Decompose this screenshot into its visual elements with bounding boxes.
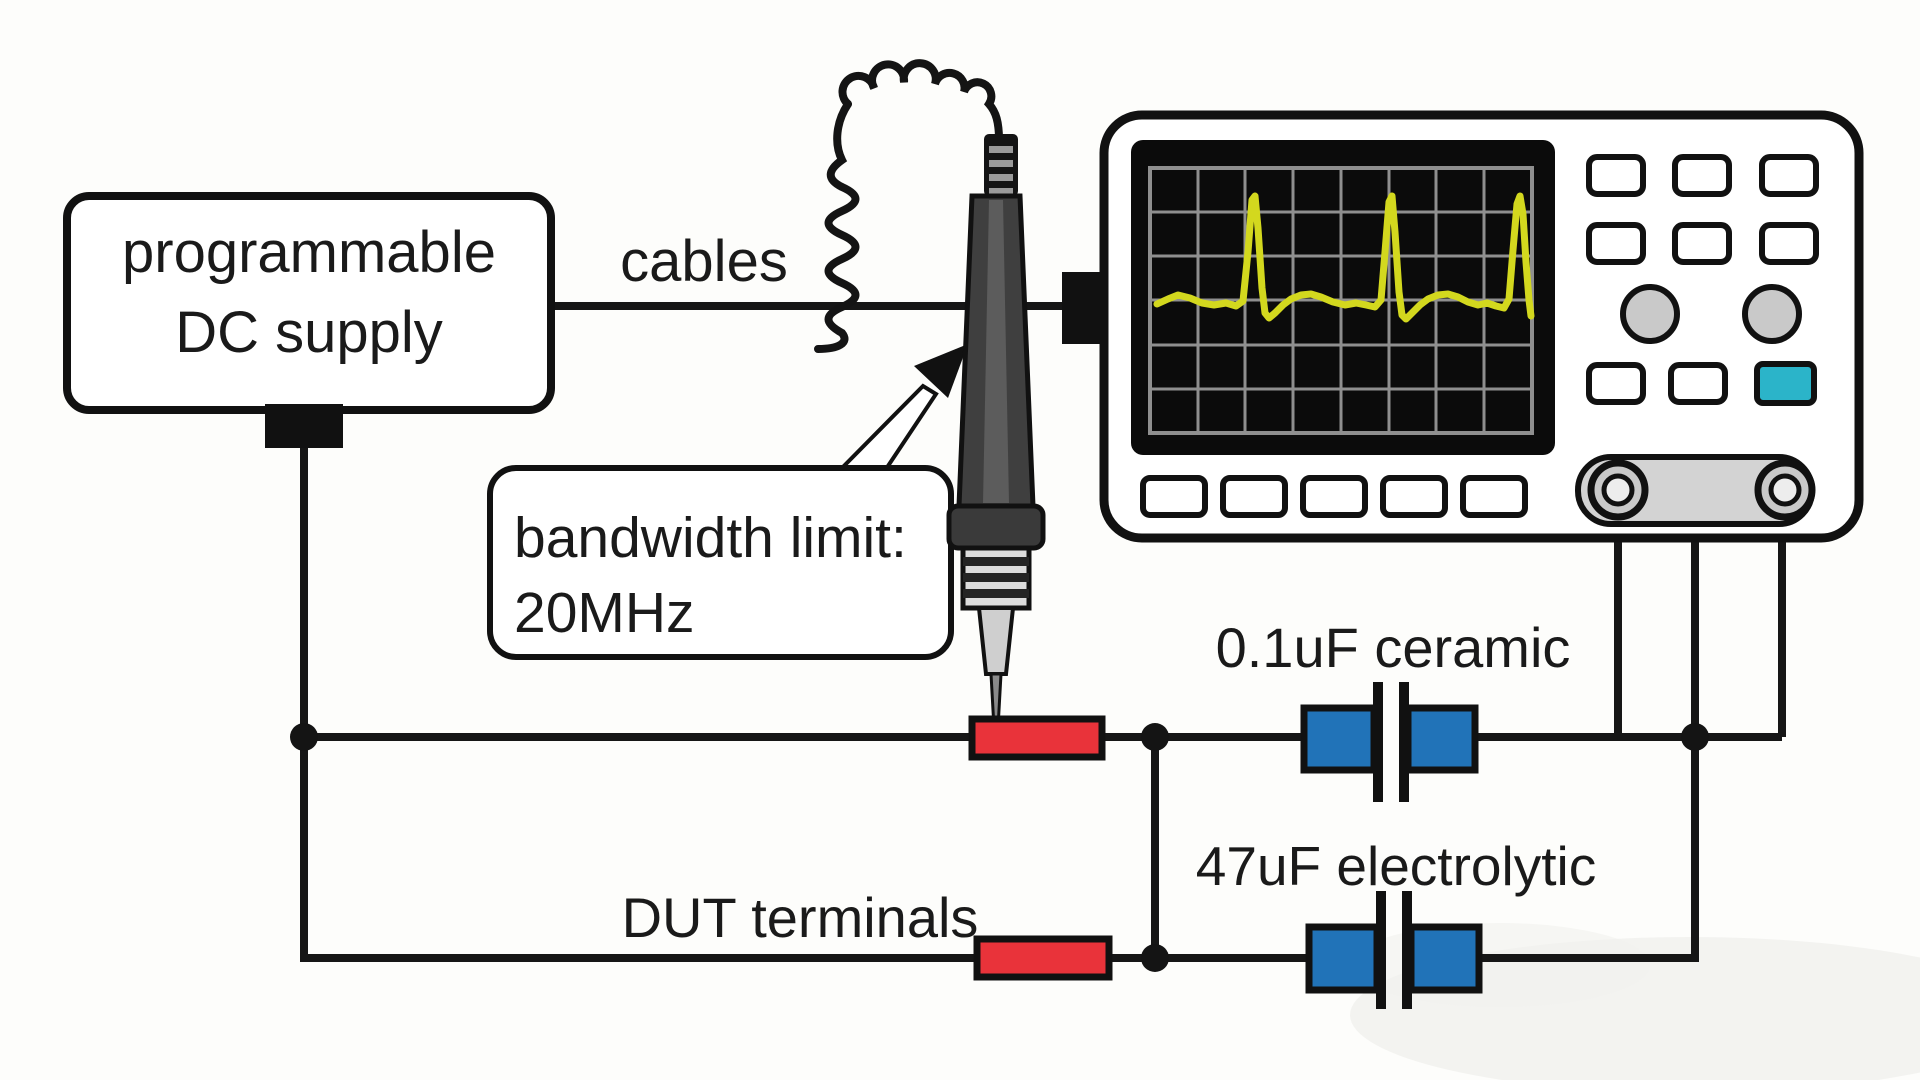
dc-supply: programmable DC supply bbox=[63, 192, 555, 448]
scope-button bbox=[1220, 475, 1288, 518]
electrolytic-capacitor: 47uF electrolytic bbox=[1196, 835, 1596, 1009]
scope-button bbox=[1668, 362, 1728, 405]
scope-knob-right bbox=[1742, 284, 1802, 344]
probe-cap-ridge bbox=[989, 146, 1013, 153]
probe-cap-ridge bbox=[989, 160, 1013, 167]
scope-control-panel bbox=[1586, 154, 1819, 406]
probe-grip-band bbox=[963, 557, 1029, 566]
cables-label: cables bbox=[620, 229, 788, 294]
bnc-panel bbox=[1575, 454, 1816, 527]
junction-dot bbox=[290, 723, 318, 751]
capacitor-body-left bbox=[1300, 704, 1378, 774]
oscilloscope-probe bbox=[946, 134, 1046, 748]
scope-button-highlighted bbox=[1754, 361, 1817, 406]
dut-terminals-label: DUT terminals bbox=[622, 886, 979, 949]
dc-supply-label-line1: programmable bbox=[122, 220, 496, 285]
waveform-trace bbox=[1153, 192, 1535, 323]
scope-input-block bbox=[1062, 272, 1100, 344]
scope-button bbox=[1140, 475, 1208, 518]
coil-loops bbox=[838, 59, 1003, 144]
callout-arrowhead bbox=[914, 344, 968, 398]
scope-screen bbox=[1131, 140, 1555, 455]
junction-dots bbox=[290, 723, 1709, 972]
scope-button bbox=[1586, 222, 1646, 265]
scope-button bbox=[1460, 475, 1528, 518]
junction-dot bbox=[1681, 723, 1709, 751]
electrolytic-cap-label: 47uF electrolytic bbox=[1196, 835, 1596, 897]
callout-label-line1: bandwidth limit: bbox=[514, 506, 907, 570]
callout-tail bbox=[833, 383, 939, 474]
scope-knob-left bbox=[1620, 284, 1680, 344]
screen-bezel bbox=[1131, 140, 1555, 455]
bnc-connector-right-pin bbox=[1768, 473, 1802, 507]
capacitor-body-right bbox=[1404, 704, 1479, 774]
capacitor-body-right bbox=[1407, 923, 1483, 994]
junction-dot bbox=[1141, 723, 1169, 751]
coil-squiggle bbox=[814, 100, 860, 353]
scope-button bbox=[1759, 222, 1819, 265]
supply-left-rail bbox=[300, 446, 972, 962]
probe-cap-ridge bbox=[989, 188, 1013, 195]
ceramic-cap-label: 0.1uF ceramic bbox=[1216, 616, 1571, 679]
scope-button bbox=[1586, 154, 1646, 197]
dut-terminal-top bbox=[968, 715, 1106, 761]
dut-terminal-bottom bbox=[973, 935, 1113, 981]
bnc-connector-left-pin bbox=[1601, 473, 1635, 507]
scope-button bbox=[1672, 222, 1732, 265]
callout-label-line2: 20MHz bbox=[514, 581, 695, 645]
bandwidth-callout: bandwidth limit: 20MHz bbox=[487, 344, 968, 660]
probe-cap-ridge bbox=[989, 174, 1013, 181]
capacitor-body-left bbox=[1305, 923, 1381, 994]
callout-box bbox=[487, 465, 954, 660]
scope-button bbox=[1380, 475, 1448, 518]
oscilloscope bbox=[1062, 110, 1864, 543]
scope-button bbox=[1586, 362, 1646, 405]
scope-bottom-buttons bbox=[1140, 475, 1528, 518]
scope-button bbox=[1759, 154, 1819, 197]
scope-button bbox=[1300, 475, 1368, 518]
junction-dot bbox=[1141, 944, 1169, 972]
probe-grip-band bbox=[963, 589, 1029, 598]
ceramic-capacitor: 0.1uF ceramic bbox=[1216, 616, 1571, 802]
dc-supply-terminal-tab bbox=[265, 404, 343, 448]
scope-button bbox=[1672, 154, 1732, 197]
probe-collar bbox=[946, 503, 1046, 551]
probe-barrel-highlight bbox=[983, 200, 1009, 503]
probe-nose bbox=[976, 606, 1016, 676]
capacitor-plates bbox=[1376, 891, 1412, 1009]
dc-supply-label-line2: DC supply bbox=[175, 300, 443, 365]
coiled-cable bbox=[814, 59, 1003, 353]
probe-grip-band bbox=[963, 573, 1029, 582]
capacitor-plates bbox=[1373, 682, 1409, 802]
